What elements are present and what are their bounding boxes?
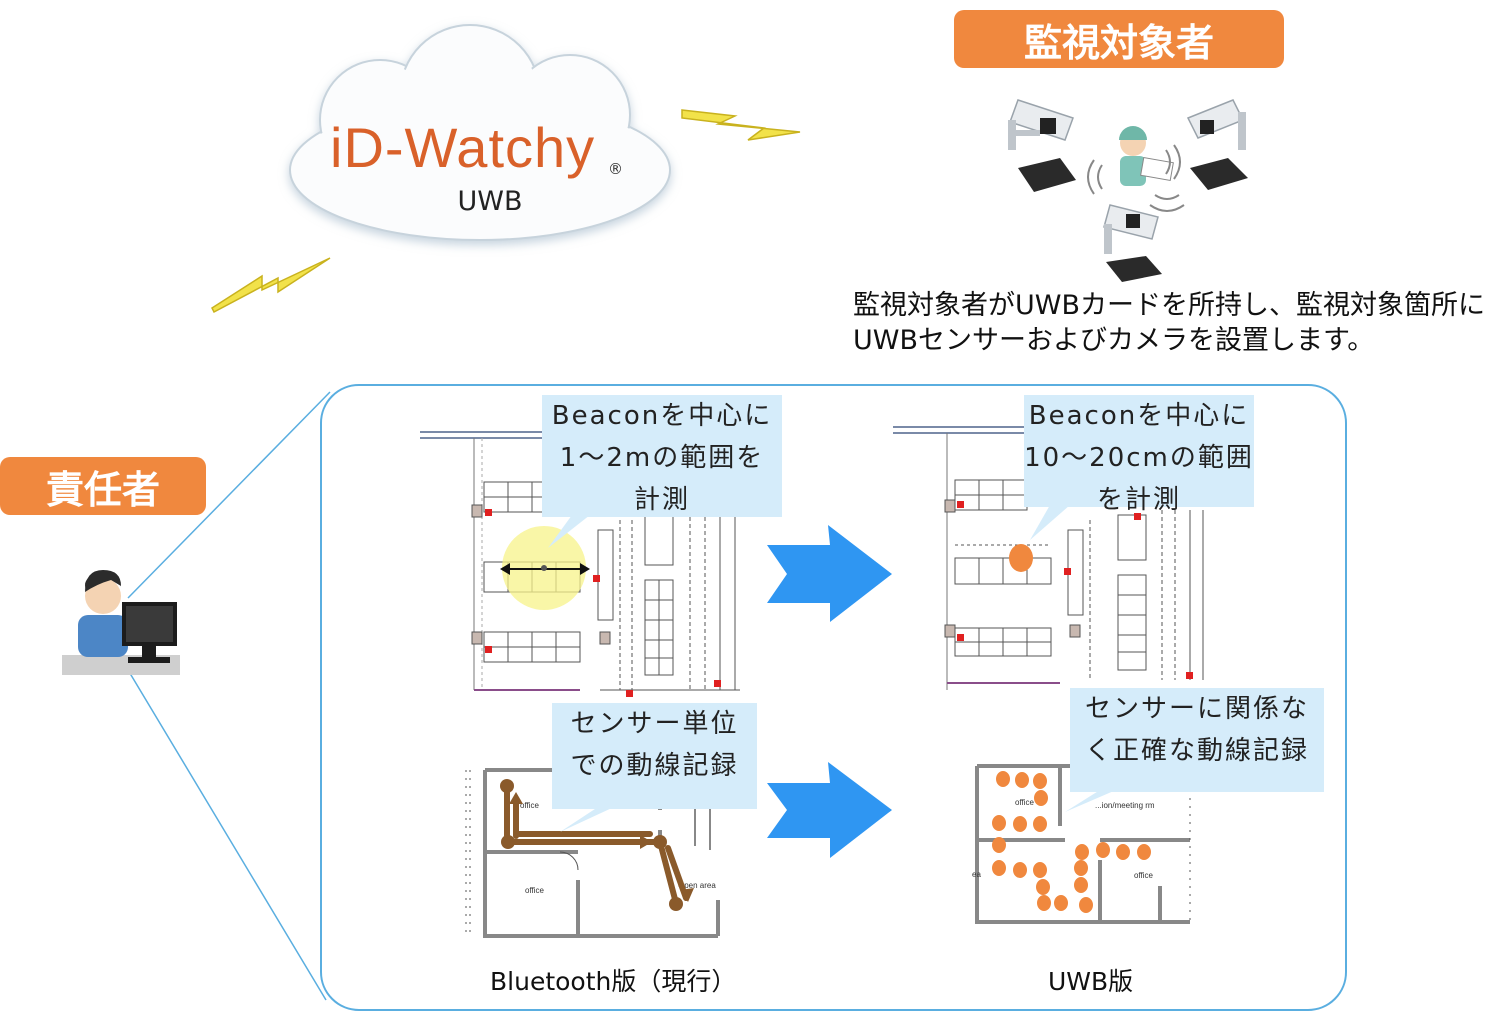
callout-line: く正確な動線記録 — [1084, 736, 1309, 766]
monitor-target-badge: 監視対象者 — [954, 10, 1284, 68]
room-label-open-area: Open area — [678, 881, 716, 890]
sensor-icon — [1106, 256, 1162, 282]
callout-tail — [548, 515, 590, 548]
lightning-icon — [211, 257, 331, 314]
camera-icon — [1186, 99, 1246, 150]
cloud-icon — [289, 24, 671, 241]
callout-tail — [1030, 505, 1070, 540]
callout-uwb-path: センサーに関係な く正確な動線記録 — [1070, 688, 1324, 792]
callout-line: での動線記録 — [570, 751, 739, 781]
callout-bt-path: センサー単位 での動線記録 — [552, 703, 757, 809]
callout-line: 10～20cmの範囲 — [1024, 443, 1254, 473]
camera-icon — [1103, 204, 1159, 254]
description-line: 監視対象者がUWBカードを所持し、監視対象箇所に — [853, 290, 1485, 321]
callout-line: センサーに関係な — [1084, 694, 1309, 724]
callout-line: センサー単位 — [570, 709, 739, 739]
camera-icon — [1008, 99, 1074, 150]
callout-line: を計測 — [1096, 485, 1181, 515]
registered-mark: ® — [608, 160, 623, 178]
description-line: UWBセンサーおよびカメラを設置します。 — [853, 325, 1375, 356]
callout-line: Beaconを中心に — [551, 401, 773, 431]
bt-range-arrow — [500, 563, 590, 575]
callout-bt-range: Beaconを中心に 1～2mの範囲を 計測 — [542, 395, 782, 517]
lightning-icon — [681, 109, 801, 141]
caption-uwb: UWB版 — [1048, 967, 1134, 996]
floorplan-uwb-top — [893, 426, 1204, 690]
callout-tail — [560, 807, 614, 832]
cloud-subtitle: UWB — [457, 186, 523, 217]
room-label-office: office — [1134, 871, 1154, 880]
room-label-office: office — [1015, 798, 1035, 807]
callout-line: 1～2mの範囲を — [559, 443, 765, 473]
room-label-meeting: ...ion/meeting rm — [1095, 801, 1155, 810]
callout-uwb-range: Beaconを中心に 10～20cmの範囲 を計測 — [1024, 395, 1254, 515]
arrow-right-icon — [767, 762, 892, 858]
sensor-icon — [1190, 158, 1248, 190]
room-label-office: office — [520, 801, 540, 810]
callout-line: Beaconを中心に — [1028, 401, 1250, 431]
sensor-icon — [1018, 158, 1076, 192]
arrow-right-icon — [767, 525, 892, 622]
floorplan-uwb-bottom — [975, 764, 1190, 924]
room-label-ea: ea — [972, 870, 981, 879]
responsible-badge: 責任者 — [0, 457, 206, 515]
caption-bluetooth: Bluetooth版（現行） — [490, 967, 737, 996]
comparison-frame — [320, 384, 1347, 1011]
room-label-office: office — [525, 886, 545, 895]
worker-icon — [1087, 126, 1185, 212]
callout-line: 計測 — [633, 485, 690, 515]
id-watchy-logo: iD-Watchy — [330, 116, 596, 179]
person-at-computer-icon — [62, 570, 180, 675]
uwb-movement-dots — [992, 771, 1151, 913]
uwb-range-dot — [1009, 544, 1033, 572]
monitoring-description: 監視対象者がUWBカードを所持し、監視対象箇所に UWBセンサーおよびカメラを設… — [853, 288, 1493, 358]
callout-tail — [1065, 790, 1116, 812]
